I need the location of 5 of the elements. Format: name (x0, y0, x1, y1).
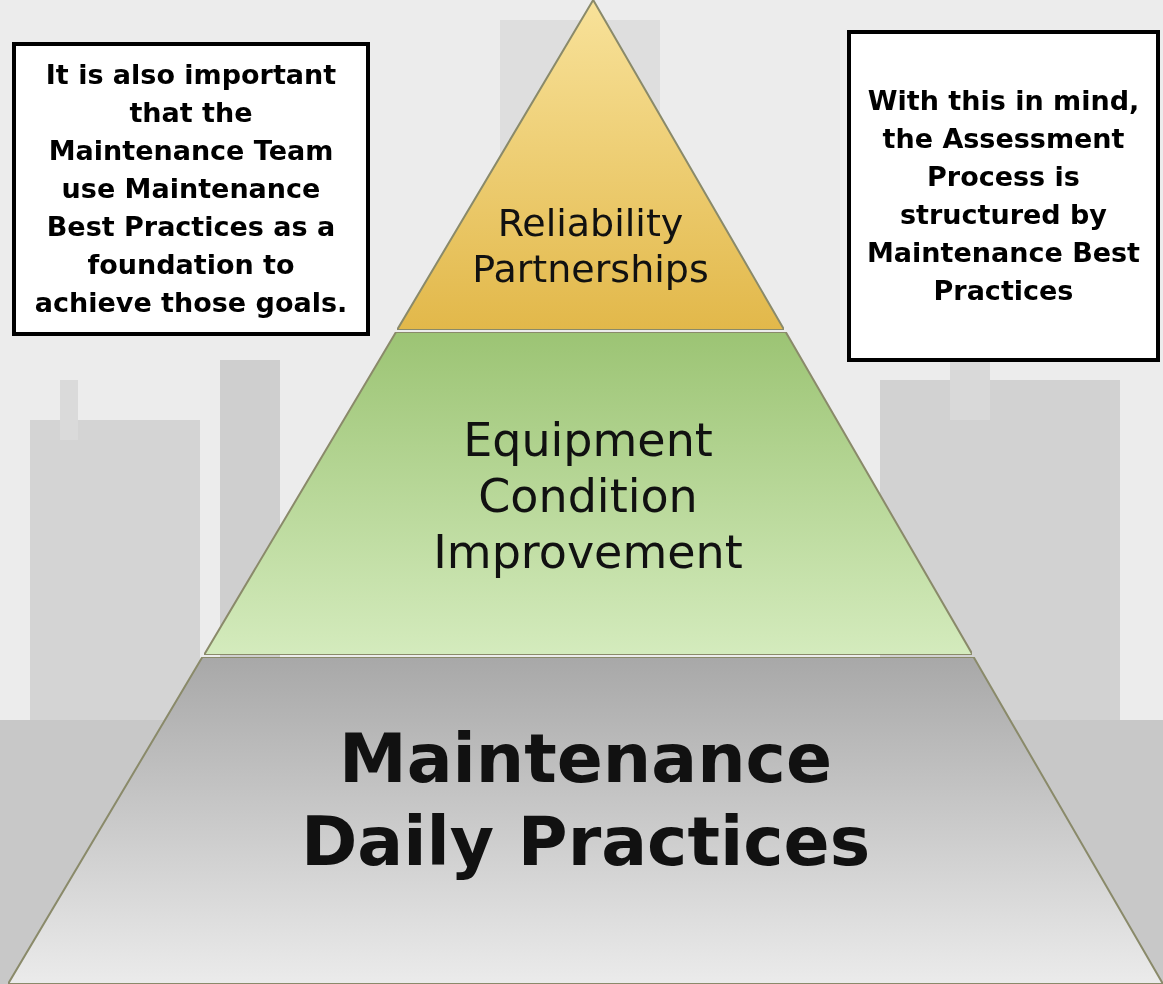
layer-label: Reliability Partnerships (471, 200, 710, 292)
note-box: It is also important that the Maintenance Team use Maintenance Best Practices as a foundation to achieve those goals. (12, 42, 370, 336)
note-box: With this in mind, the Assessment Process is structured by Maintenance Best Practices (847, 30, 1160, 362)
layer-label: Equipment Condition Improvement (432, 412, 744, 580)
layer-label: Maintenance Daily Practices (299, 718, 872, 883)
